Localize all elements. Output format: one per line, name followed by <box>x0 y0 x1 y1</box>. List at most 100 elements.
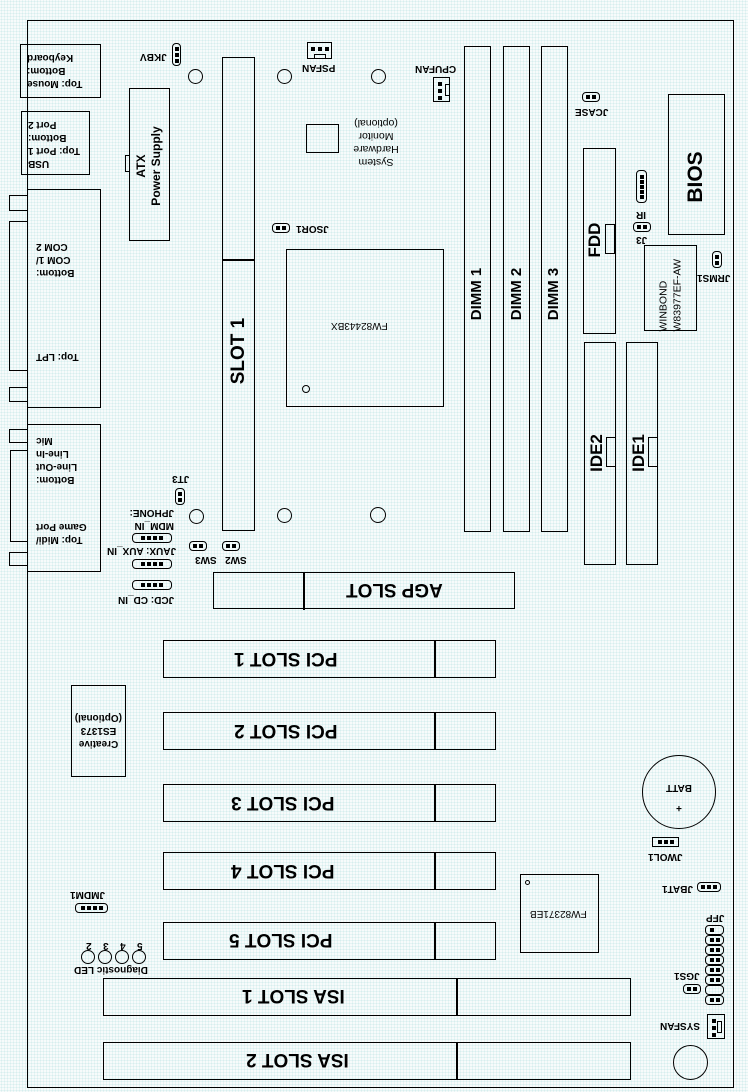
hw-monitor-label-3: Monitor <box>358 130 394 142</box>
battery-plus: + <box>676 802 682 813</box>
ps2-label-2: Bottom: <box>27 65 66 76</box>
ide2-label: IDE2 <box>587 434 606 472</box>
usb-label-4: Port 2 <box>28 119 57 130</box>
lpt-label: Top: LPT <box>36 351 79 362</box>
jfp-header <box>705 925 724 1005</box>
pci-slot-1-label: PCI SLOT 1 <box>234 648 338 669</box>
jcd-jumper <box>132 580 172 590</box>
winbond-model-label: W83977EF-AW <box>671 258 684 332</box>
mounting-hole <box>277 69 292 84</box>
sw3-switch <box>189 541 207 551</box>
led-num-2: 2 <box>86 940 92 951</box>
j3-jumper <box>633 222 651 232</box>
cpufan-label: CPUFAN <box>415 63 457 74</box>
jbat1-label: JBAT1 <box>662 883 693 894</box>
ps2-label-3: Keyboard <box>27 52 74 63</box>
hw-monitor-chip <box>306 124 339 153</box>
com-label-2: COM 1/ <box>36 254 71 265</box>
jcase-jumper <box>582 92 600 102</box>
mounting-hole <box>370 507 386 523</box>
pci-slot-1 <box>163 640 496 678</box>
audio-label-6: Mic <box>36 435 53 446</box>
hw-monitor-label-2: Hardware <box>353 143 399 155</box>
isa-slot-1-label: ISA SLOT 1 <box>242 985 345 1006</box>
sw2-label: SW2 <box>225 554 247 565</box>
sysfan-label: SYSFAN <box>660 1020 701 1031</box>
usb-label-3: Bottom: <box>28 132 67 143</box>
j3-label: J3 <box>636 234 648 245</box>
led-5 <box>132 950 146 964</box>
slot1-label: SLOT 1 <box>228 317 249 385</box>
jrms1-label: JRMS1 <box>697 272 731 283</box>
jgs1-jumper <box>683 984 701 994</box>
ir-label: IR <box>636 209 646 220</box>
jwol1-label: JWOL1 <box>648 851 683 862</box>
jaux-jumper <box>132 559 172 569</box>
jbat1-jumper <box>697 882 721 892</box>
pci-slot-2-label: PCI SLOT 2 <box>234 720 338 741</box>
fdd-key <box>605 224 615 254</box>
jcd-label: JCD: CD_IN <box>118 594 175 605</box>
jt3-label: JT3 <box>172 473 190 484</box>
pci-slot-2 <box>163 712 496 750</box>
creative-chip <box>71 685 126 777</box>
pin1-marker <box>302 385 310 393</box>
diagnostic-led-label: Diagnostic LED <box>74 964 148 975</box>
jt3-jumper <box>175 488 185 505</box>
bios-label: BIOS <box>684 151 707 203</box>
hw-monitor-label-1: System <box>358 156 394 168</box>
jwol1-jumper <box>652 837 679 847</box>
usb-connector: USB Top: Port 1 Bottom: Port 2 <box>21 111 90 175</box>
jphone-label-1: JPHONE: <box>129 507 174 518</box>
mounting-hole <box>189 509 204 524</box>
dimm2-slot <box>503 46 530 532</box>
audio-label-5: Line-In <box>36 448 69 459</box>
pin1-marker <box>525 880 530 885</box>
led-2 <box>81 950 95 964</box>
com-label-3: COM 2 <box>36 241 68 252</box>
jphone-jumper <box>132 533 172 543</box>
pci-slot-3 <box>163 784 496 822</box>
creative-label-2: ES1373 <box>80 725 117 736</box>
mounting-hole <box>188 69 203 84</box>
bios-chip <box>668 94 725 235</box>
battery-label: BATT <box>666 782 692 793</box>
led-4 <box>115 950 129 964</box>
jgs1-label: JGS1 <box>674 970 700 981</box>
mounting-hole <box>371 69 386 84</box>
jkbv-jumper <box>172 43 181 66</box>
cpufan-connector <box>433 77 450 102</box>
pci-slot-4-label: PCI SLOT 4 <box>231 860 335 881</box>
ps2-label-1: Top: Mouse <box>27 78 83 89</box>
led-num-4: 4 <box>120 940 126 951</box>
audio-shell <box>10 450 28 542</box>
usb-label-2: Top: Port 1 <box>28 145 81 156</box>
ide2-key <box>606 437 616 467</box>
dimm3-label: DIMM 3 <box>545 267 562 321</box>
jsor1-jumper <box>272 223 290 233</box>
isa-slot-2 <box>103 1042 631 1080</box>
power-supply-label: Power Supply <box>149 126 163 206</box>
audio-label-1: Top: Midi/ <box>36 534 83 545</box>
psfan-connector <box>307 42 332 59</box>
jcase-label: JCASE <box>575 106 609 117</box>
dimm2-label: DIMM 2 <box>508 267 525 321</box>
lpt-tab-top <box>9 195 28 211</box>
led-num-3: 3 <box>103 940 109 951</box>
audio-label-4: Line-Out <box>36 461 78 472</box>
audio-label-3: Bottom: <box>36 474 75 485</box>
com-label-1: Bottom: <box>36 267 75 278</box>
creative-label-3: (Optional) <box>74 712 122 723</box>
ide1-label: IDE1 <box>629 434 648 472</box>
sw3-label: SW3 <box>195 554 217 565</box>
lpt-tab-bottom <box>9 387 28 402</box>
fdd-connector <box>583 148 616 334</box>
sysfan-connector <box>707 1014 725 1039</box>
sw2-switch <box>222 541 240 551</box>
lpt-com-shell <box>9 221 28 371</box>
dimm1-label: DIMM 1 <box>468 267 485 321</box>
jaux-label: JAUX: AUX_IN <box>107 545 177 556</box>
atx-power-latch <box>125 155 130 172</box>
usb-label-1: USB <box>28 158 50 169</box>
led-num-5: 5 <box>137 940 143 951</box>
